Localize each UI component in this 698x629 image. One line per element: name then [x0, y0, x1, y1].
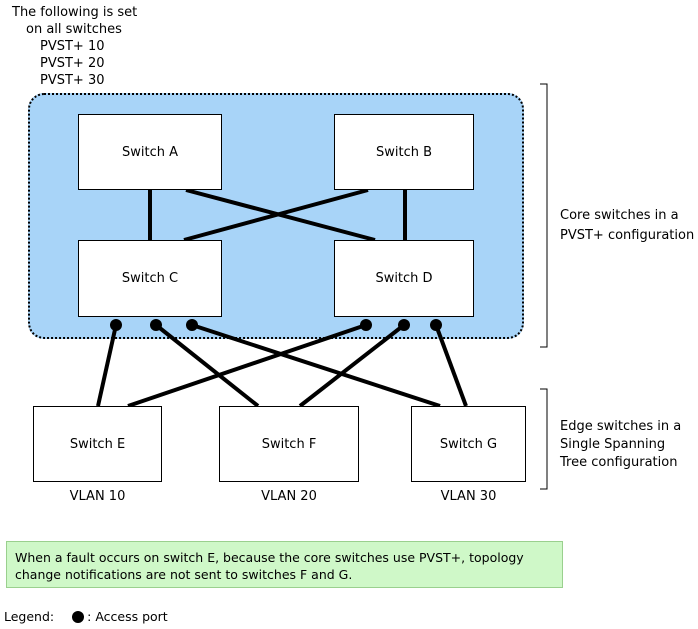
edge-label-line2: Single Spanning	[560, 437, 666, 452]
settings-note: The following is set on all switches PVS…	[12, 4, 137, 89]
link-c-e	[96, 324, 118, 407]
link-b-c	[183, 188, 369, 242]
link-c-f	[154, 323, 260, 408]
access-port-dot	[398, 319, 410, 331]
legend-access-port-text: : Access port	[87, 609, 168, 624]
edge-bracket	[540, 388, 548, 490]
switch-a: Switch A	[78, 114, 222, 190]
legend-title: Legend:	[4, 609, 55, 624]
switch-c: Switch C	[78, 240, 222, 317]
switch-g: Switch G	[411, 406, 526, 482]
legend: Legend: : Access port	[4, 609, 168, 624]
access-port-legend-icon	[72, 610, 85, 623]
switch-f: Switch F	[219, 406, 359, 482]
vlan-label-10: VLAN 10	[69, 489, 126, 504]
link-d-e	[127, 323, 367, 408]
link-d-g	[434, 324, 468, 407]
fault-note-line1: When a fault occurs on switch E, because…	[15, 550, 524, 565]
switch-d: Switch D	[334, 240, 474, 317]
edge-label-line3: Tree configuration	[560, 455, 678, 470]
edge-switches-label: Edge switches in a Single Spanning Tree …	[560, 418, 681, 472]
access-port-dot	[360, 319, 372, 331]
switch-e: Switch E	[33, 406, 162, 482]
edge-label-line1: Edge switches in a	[560, 419, 682, 434]
access-port-dot	[110, 319, 122, 331]
vlan-label-20: VLAN 20	[261, 489, 317, 504]
settings-note-line2: on all switches	[26, 22, 122, 37]
link-d-f	[298, 323, 406, 408]
access-port-dot	[150, 319, 162, 331]
link-c-g	[191, 323, 441, 408]
pvst-setting-30: PVST+ 30	[40, 73, 105, 88]
access-port-dot	[430, 319, 442, 331]
pvst-setting-20: PVST+ 20	[40, 56, 105, 71]
settings-note-line1: The following is set	[12, 5, 138, 20]
core-bracket	[540, 83, 548, 348]
core-label-line2: PVST+ configuration	[560, 228, 695, 243]
fault-note-box: When a fault occurs on switch E, because…	[6, 541, 563, 588]
access-port-dot	[186, 319, 198, 331]
pvst-setting-10: PVST+ 10	[40, 39, 105, 54]
core-switches-label: Core switches in a PVST+ configuration	[560, 206, 694, 246]
fault-note-line2: change notifications are not sent to swi…	[15, 567, 353, 582]
switch-b: Switch B	[334, 114, 474, 190]
core-label-line1: Core switches in a	[560, 208, 679, 223]
vlan-label-30: VLAN 30	[440, 489, 497, 504]
